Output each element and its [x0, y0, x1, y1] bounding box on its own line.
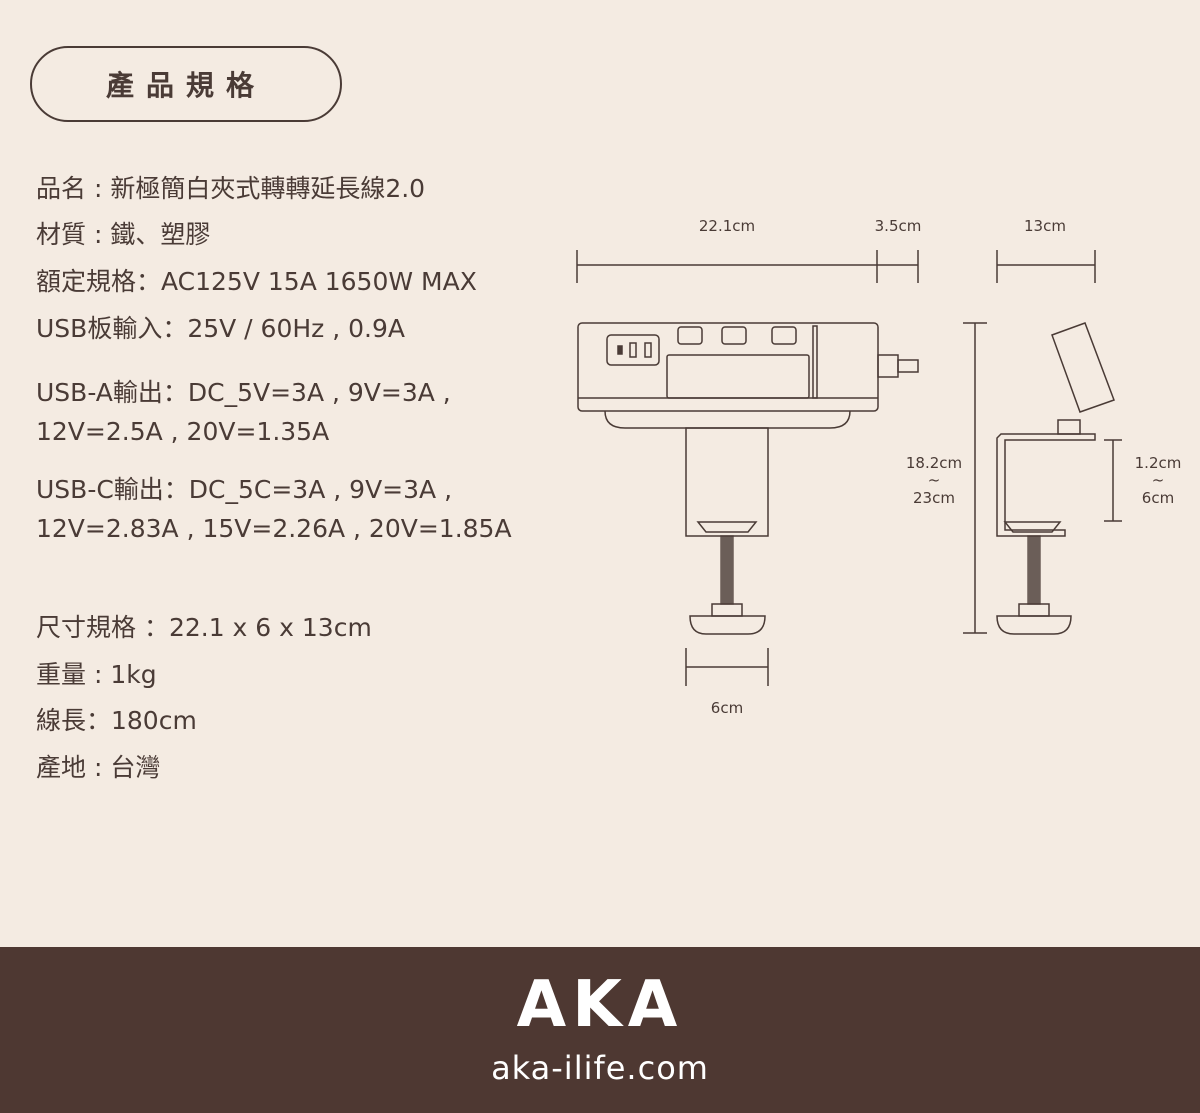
spec-usb-input: USB板輸入：25V / 60Hz , 0.9A: [36, 314, 405, 343]
website-url[interactable]: aka-ilife.com: [491, 1049, 709, 1087]
spec-usb-a-cont: 12V=2.5A , 20V=1.35A: [36, 417, 330, 446]
spec-origin: 產地 : 台灣: [36, 753, 161, 782]
side-view: [996, 322, 1115, 635]
dim-clamp-b: 6cm: [1142, 489, 1174, 507]
footer: AKA aka-ilife.com: [0, 947, 1200, 1113]
dim-length: 22.1cm: [699, 217, 755, 235]
dim-clamp-sep: ~: [1152, 471, 1165, 489]
spec-usb-c: USB-C輸出：DC_5C=3A , 9V=3A ,: [36, 475, 453, 504]
spec-rating: 額定規格：AC125V 15A 1650W MAX: [36, 267, 477, 296]
dim-clamp-a: 1.2cm: [1135, 454, 1182, 472]
spec-material: 材質 : 鐵、塑膠: [36, 220, 211, 249]
spec-name: 品名 : 新極簡白夾式轉轉延長線2.0: [36, 174, 426, 203]
dim-height-a: 18.2cm: [906, 454, 962, 472]
spec-weight: 重量 : 1kg: [36, 660, 157, 689]
spec-usb-c-cont: 12V=2.83A , 15V=2.26A , 20V=1.85A: [36, 514, 512, 543]
aka-logo: AKA: [516, 968, 684, 1042]
dimension-lines: [576, 250, 1122, 686]
front-view: [577, 322, 919, 635]
section-title: 產品規格: [30, 46, 342, 122]
spec-size: 尺寸規格 ：22.1 x 6 x 13cm: [36, 613, 372, 642]
spec-cord: 線長：180cm: [36, 706, 197, 735]
dim-height-sep: ~: [928, 471, 941, 489]
product-dimension-diagram: 22.1cm 3.5cm 13cm 18.2cm ~ 23cm 1.2cm ~ …: [576, 217, 1182, 717]
spec-usb-a: USB-A輸出：DC_5V=3A , 9V=3A ,: [36, 378, 451, 407]
dim-depth: 13cm: [1024, 217, 1066, 235]
dim-clamp-width: 6cm: [711, 699, 743, 717]
dim-height-b: 23cm: [913, 489, 955, 507]
dim-cord: 3.5cm: [875, 217, 922, 235]
